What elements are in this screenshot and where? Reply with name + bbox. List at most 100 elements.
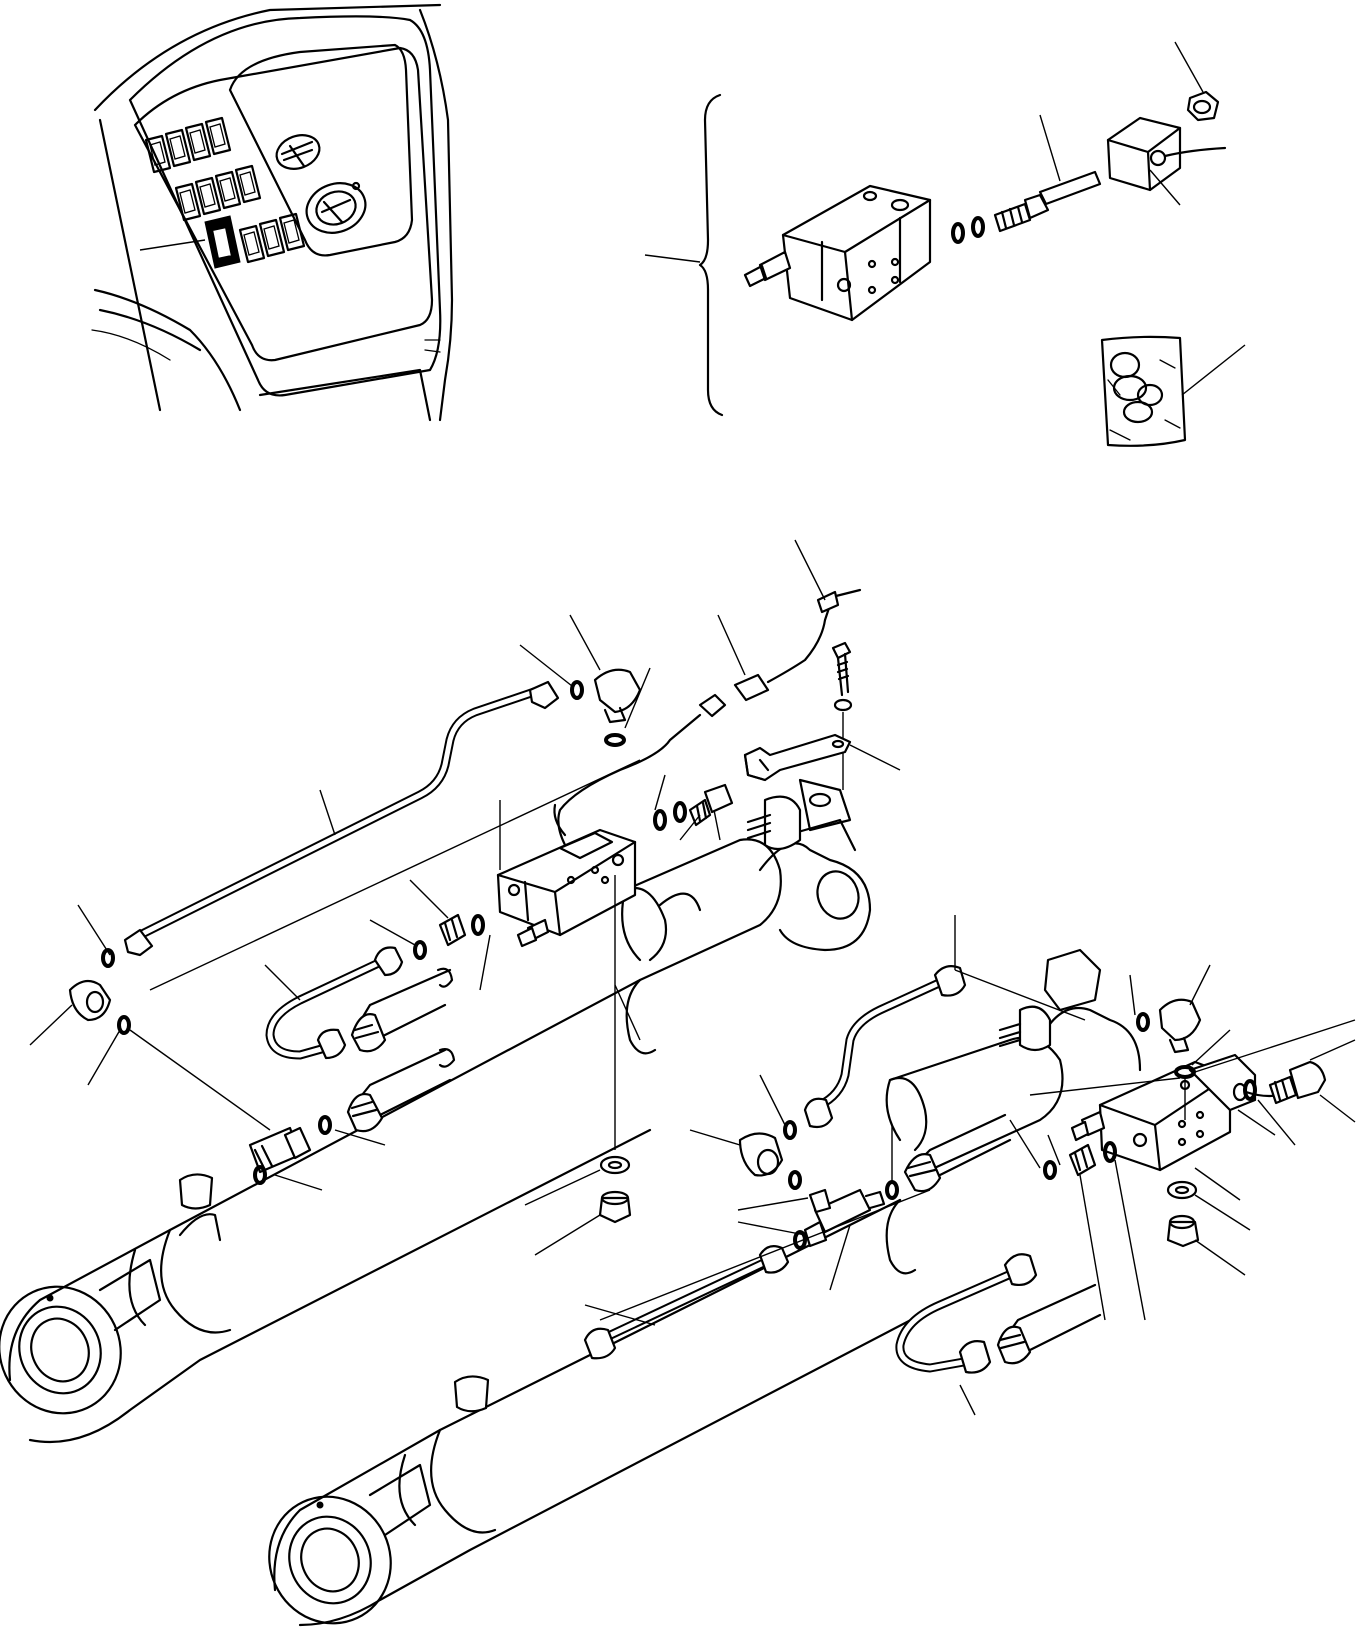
group-brace: [698, 93, 724, 417]
leader-line: [1181, 344, 1246, 396]
washer-nut: [1166, 1180, 1251, 1276]
rocker-switch: [204, 215, 241, 269]
valve-detail-group: [644, 41, 1246, 447]
switch-key: [214, 170, 242, 210]
leader-line: [1129, 974, 1136, 1016]
switch-key: [184, 122, 212, 162]
o-ring: [885, 1180, 899, 1200]
switch-key-face: [189, 129, 206, 154]
leader-line: [149, 759, 641, 991]
leader-line: [1029, 1077, 1181, 1096]
leader-line: [29, 1004, 73, 1046]
leader-line: [139, 239, 206, 251]
leader-line: [77, 904, 111, 956]
leader-line: [599, 1189, 931, 1321]
hydraulic-valve-block: [1070, 1053, 1292, 1201]
switch-array: [144, 116, 306, 264]
elbow-fitting: [1158, 964, 1211, 1054]
switch-key-face: [149, 141, 166, 166]
o-ring: [971, 216, 985, 238]
tee-fitting: [737, 1188, 886, 1291]
switch-key: [258, 218, 286, 258]
hose-end: [346, 1048, 456, 1133]
u-shaped-tube: [895, 1253, 1038, 1416]
adapter-fitting: [1068, 1143, 1106, 1321]
adapter-fitting: [409, 879, 467, 947]
leader-line: [569, 614, 601, 671]
hose-end: [350, 967, 454, 1053]
sensor-cable: [553, 803, 567, 837]
long-hydraulic-tube: [123, 680, 560, 957]
cable-connector-plug: [698, 539, 862, 718]
pressure-switch: [1257, 1039, 1356, 1146]
elbow-fitting: [593, 668, 642, 724]
leader-line: [479, 934, 491, 991]
pressure-switch: [654, 774, 734, 841]
switch-key-face: [169, 135, 186, 160]
o-ring: [673, 801, 687, 823]
leader-line: [1047, 1134, 1061, 1166]
switch-key-face: [243, 231, 260, 256]
hose-end: [996, 1283, 1102, 1365]
leader-line: [87, 1029, 121, 1086]
o-ring: [783, 1120, 797, 1140]
hydraulic-valve-block: [496, 800, 637, 948]
leader-line: [1194, 1019, 1356, 1073]
rotary-knob-icon: [305, 181, 367, 234]
hose-end: [903, 1113, 1012, 1193]
o-ring: [570, 680, 584, 700]
o-ring: [1103, 1141, 1117, 1163]
o-ring: [1043, 1160, 1057, 1180]
leader-line: [1114, 1159, 1146, 1321]
leader-line: [644, 254, 701, 263]
sensor-cable: [557, 713, 702, 847]
switch-key: [194, 176, 222, 216]
o-ring: [653, 809, 667, 831]
straight-tube: [583, 1245, 790, 1360]
mounting-bracket: [743, 733, 901, 782]
upper-hydraulic-cylinder: [0, 778, 872, 1444]
o-ring: [101, 948, 115, 968]
switch-console-panel: [91, 3, 454, 422]
switch-key: [164, 128, 192, 168]
o-ring: [788, 1170, 802, 1190]
switch-key: [174, 182, 202, 222]
o-ring: [413, 940, 427, 960]
leader-line: [1009, 1119, 1041, 1169]
o-ring: [318, 1115, 332, 1135]
leader-line: [1149, 169, 1181, 206]
hydraulic-valve-block: [743, 184, 932, 322]
switch-key: [278, 212, 306, 252]
switch-key-face: [209, 123, 226, 148]
switch-key: [238, 224, 266, 264]
o-ring: [1136, 1012, 1150, 1032]
o-ring: [951, 222, 965, 244]
leader-line: [759, 1074, 786, 1126]
gauge-icon: [275, 134, 321, 170]
washer-nut: [524, 1155, 632, 1256]
adapter-fitting: [129, 1029, 323, 1191]
elbow-fitting: [689, 1129, 784, 1177]
u-shaped-tube: [264, 946, 404, 1060]
switch-key: [204, 116, 232, 156]
seal-kit-bag: [1100, 335, 1246, 447]
cap-nut: [1174, 41, 1220, 122]
o-ring: [793, 1230, 807, 1250]
leader-line: [1191, 1029, 1231, 1066]
pressure-switch: [993, 114, 1102, 233]
leader-line: [334, 1129, 386, 1146]
leader-line: [1174, 41, 1204, 93]
o-ring: [471, 914, 485, 936]
switch-key-face: [179, 189, 196, 214]
switch-key-face: [239, 171, 256, 196]
leader-line: [624, 667, 651, 729]
switch-key-face: [263, 225, 280, 250]
o-ring: [117, 1015, 131, 1035]
leader-line: [369, 919, 416, 946]
switch-key-face: [219, 177, 236, 202]
switch-key-face: [283, 219, 300, 244]
elbow-fitting: [68, 979, 112, 1022]
mounting-bolt: [831, 641, 853, 790]
switch-key-face: [199, 183, 216, 208]
